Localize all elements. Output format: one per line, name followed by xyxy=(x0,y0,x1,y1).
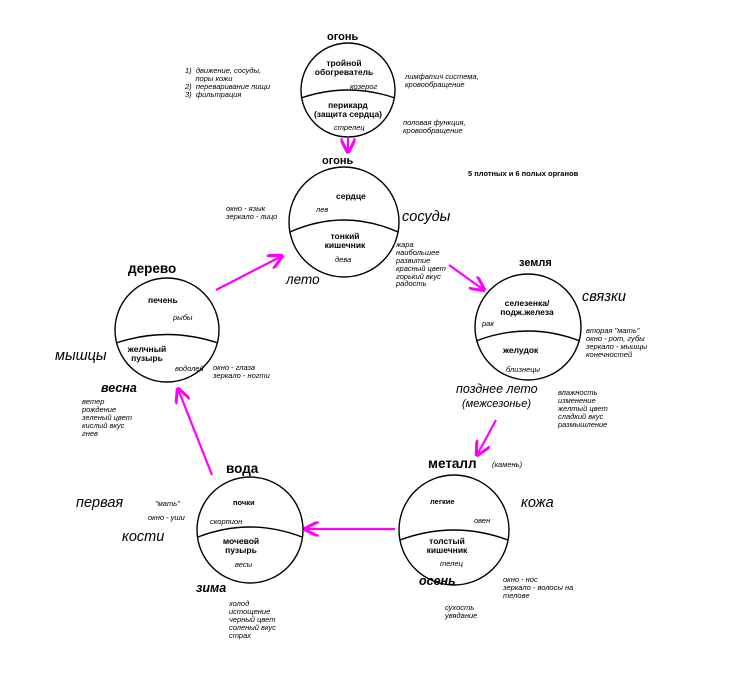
earth-traits: влажность изменение желтый цвет сладкий … xyxy=(558,388,608,429)
fire-lower-sign: дева xyxy=(335,255,352,264)
wood-lower-organ: желчный пузырь xyxy=(127,344,167,363)
earth-upper-sign: рак xyxy=(482,319,494,328)
metal-lower-organ: толстый кишечник xyxy=(426,536,468,555)
water-lower-organ: мочевой пузырь xyxy=(222,536,260,555)
metal-lower-sign: телец xyxy=(440,559,463,568)
organs-note: 5 плотных и 6 полых органов xyxy=(468,169,579,178)
wood-upper-sign: рыбы xyxy=(173,313,193,322)
wood-circle xyxy=(114,277,220,383)
fire-upper-organ: сердце xyxy=(336,191,366,201)
fire-upper-sign: лев xyxy=(316,205,329,214)
arrow-water-to-wood xyxy=(178,389,214,476)
water-upper-organ: почки xyxy=(233,498,255,507)
earth-lower-sign: близнецы xyxy=(506,365,541,374)
metal-note: (камень) xyxy=(492,460,523,469)
top-upper-sign: козерог xyxy=(350,82,378,91)
arrow-wood-to-fire xyxy=(215,256,282,291)
fire-tissue: сосуды xyxy=(402,209,451,225)
fire-traits: жара наибольшее развитие красный цвет го… xyxy=(396,240,446,289)
water-lower-sign: весы xyxy=(235,560,253,569)
wood-upper-organ: печень xyxy=(148,295,178,305)
top-title: огонь xyxy=(327,31,359,43)
metal-circle xyxy=(398,474,510,586)
wood-lower-sign: водолей xyxy=(175,364,204,373)
top-circle xyxy=(300,42,396,138)
metal-tissue: кожа xyxy=(521,495,554,511)
earth-upper-organ: селезенка/ подж.железа xyxy=(500,298,554,317)
water-title: вода xyxy=(226,461,259,476)
fire-window: окно - язык зеркало - лицо xyxy=(226,204,278,221)
water-traits: холод истощение черный цвет соленый вкус… xyxy=(229,599,277,640)
fire-lower-organ: тонкий кишечник xyxy=(324,231,366,250)
earth-season: позднее лето xyxy=(456,382,538,396)
wood-tissue: мышцы xyxy=(55,348,107,364)
metal-title: металл xyxy=(428,456,477,471)
metal-upper-organ: легкие xyxy=(430,497,455,506)
wood-title: дерево xyxy=(128,261,177,276)
earth-lower-organ: желудок xyxy=(503,345,539,355)
top-lower-sign: стрелец xyxy=(334,123,365,132)
top-right-lower: половая функция, кровообращение xyxy=(403,118,466,135)
arrow-fire-to-earth xyxy=(448,264,484,290)
water-first: первая xyxy=(76,495,124,511)
earth-title: земля xyxy=(519,257,552,269)
earth-tissue: связки xyxy=(582,289,626,305)
arrow-earth-to-metal xyxy=(477,419,497,455)
earth-season-sub: (межсезонье) xyxy=(462,398,531,410)
wood-season: весна xyxy=(101,381,137,395)
water-window: окно - уши xyxy=(148,513,185,522)
metal-traits: сухость увядание xyxy=(445,603,478,620)
water-season: зима xyxy=(196,581,227,595)
water-upper-sign: скорпион xyxy=(210,517,243,526)
fire-circle xyxy=(288,166,400,278)
water-circle xyxy=(196,476,304,584)
top-lower-organ: перикард (защита сердца) xyxy=(313,100,383,119)
cycle-arrows xyxy=(178,137,497,529)
water-tissue: кости xyxy=(122,529,165,545)
earth-mother: вторая "мать" окно - рот, губы зеркало -… xyxy=(586,326,648,359)
wood-window: окно - глаза зеркало - ногти xyxy=(213,363,270,380)
top-upper-organ: тройной обогреватель xyxy=(314,58,374,77)
metal-season: осень xyxy=(419,574,456,588)
top-functions: 1) движение, сосуды, поры кожи 2) перева… xyxy=(185,66,271,99)
top-right-upper: лимфатич система, кровообращение xyxy=(405,72,479,89)
metal-window: окно - нос зеркало - волосы на телове xyxy=(503,575,574,600)
earth-circle xyxy=(474,273,582,381)
fire-season: лето xyxy=(286,272,320,287)
fire-title: огонь xyxy=(322,155,354,167)
metal-upper-sign: овен xyxy=(474,516,491,525)
wood-traits: ветер рождение зеленый цвет кислый вкус … xyxy=(82,397,132,438)
water-mother: "мать" xyxy=(155,499,180,508)
